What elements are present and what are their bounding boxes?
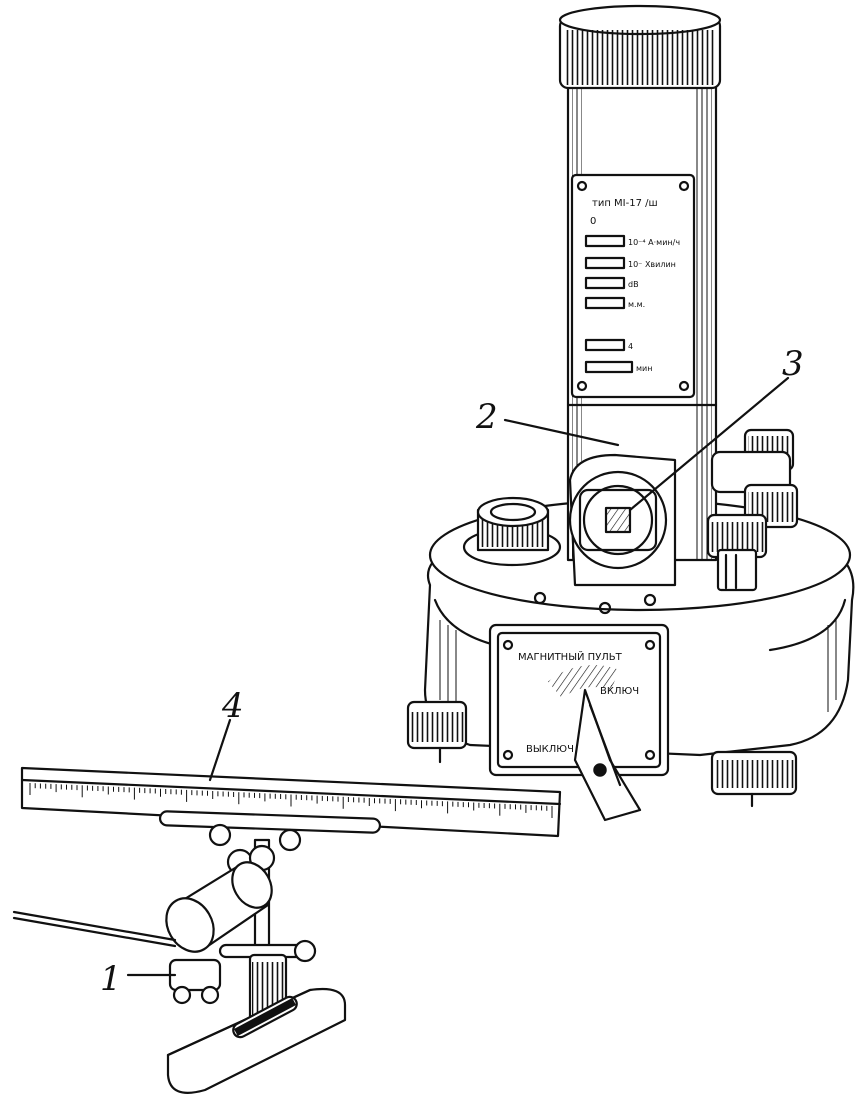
nameplate-row-5: 4: [628, 342, 633, 351]
callout-4: 4: [221, 686, 244, 726]
nameplate-row-6: мин: [636, 364, 652, 373]
panel-label-off: ВЫКЛЮЧ: [526, 744, 574, 755]
viewing-window: [568, 453, 677, 587]
panel-label-on: ВКЛЮЧ: [600, 686, 639, 697]
column-cap: [558, 4, 722, 90]
nameplate-row-4: м.м.: [628, 300, 645, 309]
leader-lines: [126, 376, 790, 977]
scale-ticks: [29, 783, 553, 818]
probe-device: [12, 810, 382, 1094]
measuring-instrument: МАГНИТНЫЙ ПУЛЬТ ВКЛЮЧ ВЫКЛЮЧ: [406, 4, 855, 822]
front-switch-panel: МАГНИТНЫЙ ПУЛЬТ ВКЛЮЧ ВЫКЛЮЧ: [488, 623, 670, 822]
right-knobs: [706, 428, 799, 592]
nameplate-row-0: 0: [590, 216, 596, 227]
leveling-feet: [406, 700, 798, 808]
panel-title: МАГНИТНЫЙ ПУЛЬТ: [518, 650, 623, 663]
callout-2: 2: [475, 397, 498, 437]
callout-1: 1: [100, 959, 122, 999]
nameplate-row-1: 10⁻⁴ А·мин/ч: [628, 238, 680, 247]
graduated-scale: [20, 766, 562, 838]
nameplate-header: тип МІ-17 /ш: [592, 198, 658, 209]
nameplate-row-3: dB: [628, 280, 639, 289]
callout-3: 3: [782, 344, 804, 384]
left-knob: [462, 496, 562, 567]
nameplate: тип МІ-17 /ш 0 10⁻⁴ А·мин/ч 10⁻ Хвилин d…: [570, 173, 696, 399]
nameplate-row-2: 10⁻ Хвилин: [628, 260, 676, 269]
